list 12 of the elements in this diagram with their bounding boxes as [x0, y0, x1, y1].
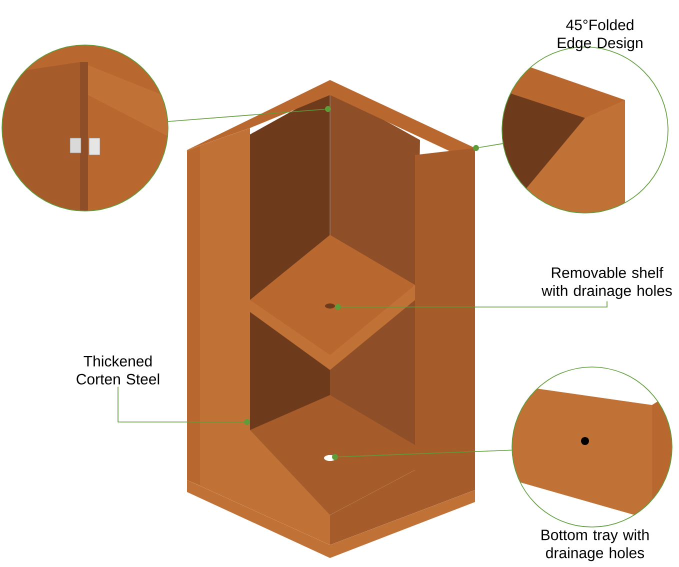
leader-line [478, 143, 504, 148]
node-label: Bottom tray with drainage holes [542, 529, 649, 562]
leader-line [340, 300, 608, 308]
detail-photo: Bottom tray with drainage holes [512, 366, 672, 562]
callout-text: Removable shelf with drainage holes [542, 267, 672, 299]
node-label: 45°Folded [566, 19, 634, 30]
leader-line [338, 450, 512, 458]
detail-photo [2, 44, 168, 212]
detail-photo: 45°Folded Edge Design [502, 19, 668, 214]
leader-line [168, 108, 326, 122]
planter-drawing [187, 80, 475, 558]
callout-text: Thickened Corten Steel [76, 356, 160, 384]
